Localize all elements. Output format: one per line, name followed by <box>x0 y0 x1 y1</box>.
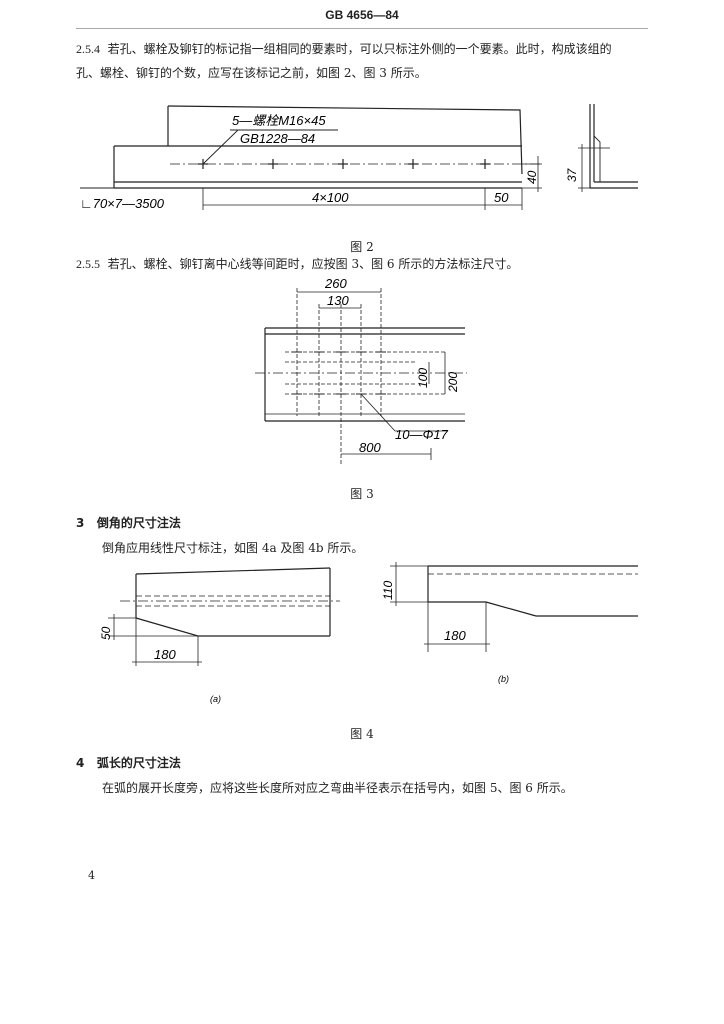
section-number: 3 <box>76 516 85 530</box>
section-4-heading: 4 弧长的尺寸注法 <box>76 754 181 771</box>
clause-2-5-4-line1: 2.5.4 若孔、螺栓及铆钉的标记指一组相同的要素时，可以只标注外侧的一个要素。… <box>76 37 676 61</box>
dim-spacing: 4×100 <box>312 190 349 205</box>
dim-height: 40 <box>525 170 539 184</box>
figure-4-drawing: 50 180 (a) 110 180 (b) <box>99 562 638 704</box>
dim-260: 260 <box>324 276 347 291</box>
fig4b-label: (b) <box>498 674 509 684</box>
angle-section-label: ∟70×7—3500 <box>80 196 165 211</box>
page-number: 4 <box>88 869 95 882</box>
dim-100: 100 <box>416 368 430 388</box>
clause-2-5-5: 2.5.5 若孔、螺栓、铆钉离中心线等间距时，应按图 3、图 6 所示的方法标注… <box>76 252 676 276</box>
standard-callout: GB1228—84 <box>240 131 315 146</box>
section-title: 弧长的尺寸注法 <box>96 756 181 770</box>
figure-2-drawing: 5—螺栓M16×45 GB1228—84 ∟70×7—3500 4×100 50… <box>80 104 638 211</box>
dim-200: 200 <box>446 372 460 393</box>
clause-number: 2.5.4 <box>76 42 100 56</box>
section-4-text: 在弧的展开长度旁，应将这些长度所对应之弯曲半径表示在括号内，如图 5、图 6 所… <box>102 781 573 795</box>
section-title: 倒角的尺寸注法 <box>96 516 181 530</box>
bolt-callout: 5—螺栓M16×45 <box>232 113 326 128</box>
holes-callout: 10—Φ17 <box>395 427 449 442</box>
figure-4a <box>108 567 340 666</box>
fig4b-length: 180 <box>444 628 466 643</box>
dim-130: 130 <box>327 293 349 308</box>
figure-4-caption: 图 4 <box>350 727 374 741</box>
dim-side: 37 <box>565 167 579 182</box>
flange-outline <box>167 105 523 175</box>
section-3-heading: 3 倒角的尺寸注法 <box>76 514 181 531</box>
figure-3-caption: 图 3 <box>350 487 374 501</box>
header-rule <box>76 28 648 29</box>
bolt-markers <box>198 159 490 169</box>
page-header: GB 4656—84 <box>325 8 399 22</box>
fig4b-height: 110 <box>381 581 395 600</box>
clause-text: 若孔、螺栓及铆钉的标记指一组相同的要素时，可以只标注外侧的一个要素。此时，构成该… <box>107 42 612 56</box>
figure-2-caption: 图 2 <box>350 240 374 254</box>
section-3-text: 倒角应用线性尺寸标注，如图 4a 及图 4b 所示。 <box>102 541 364 555</box>
figure-3-drawing: 260 130 100 200 10—Φ17 800 <box>255 276 467 464</box>
section-number: 4 <box>76 756 85 770</box>
clause-text: 若孔、螺栓、铆钉离中心线等间距时，应按图 3、图 6 所示的方法标注尺寸。 <box>107 257 519 271</box>
fig4a-label: (a) <box>210 694 221 704</box>
fig4a-height: 50 <box>99 626 113 640</box>
fig4a-length: 180 <box>154 647 176 662</box>
clause-2-5-4-line2: 孔、螺栓、铆钉的个数，应写在该标记之前，如图 2、图 3 所示。 <box>76 66 427 80</box>
dim-end: 50 <box>494 190 509 205</box>
dim-800: 800 <box>359 440 381 455</box>
clause-2-5-4: 2.5.4 若孔、螺栓及铆钉的标记指一组相同的要素时，可以只标注外侧的一个要素。… <box>76 37 676 85</box>
clause-number: 2.5.5 <box>76 257 100 271</box>
figure-4b <box>390 562 638 652</box>
